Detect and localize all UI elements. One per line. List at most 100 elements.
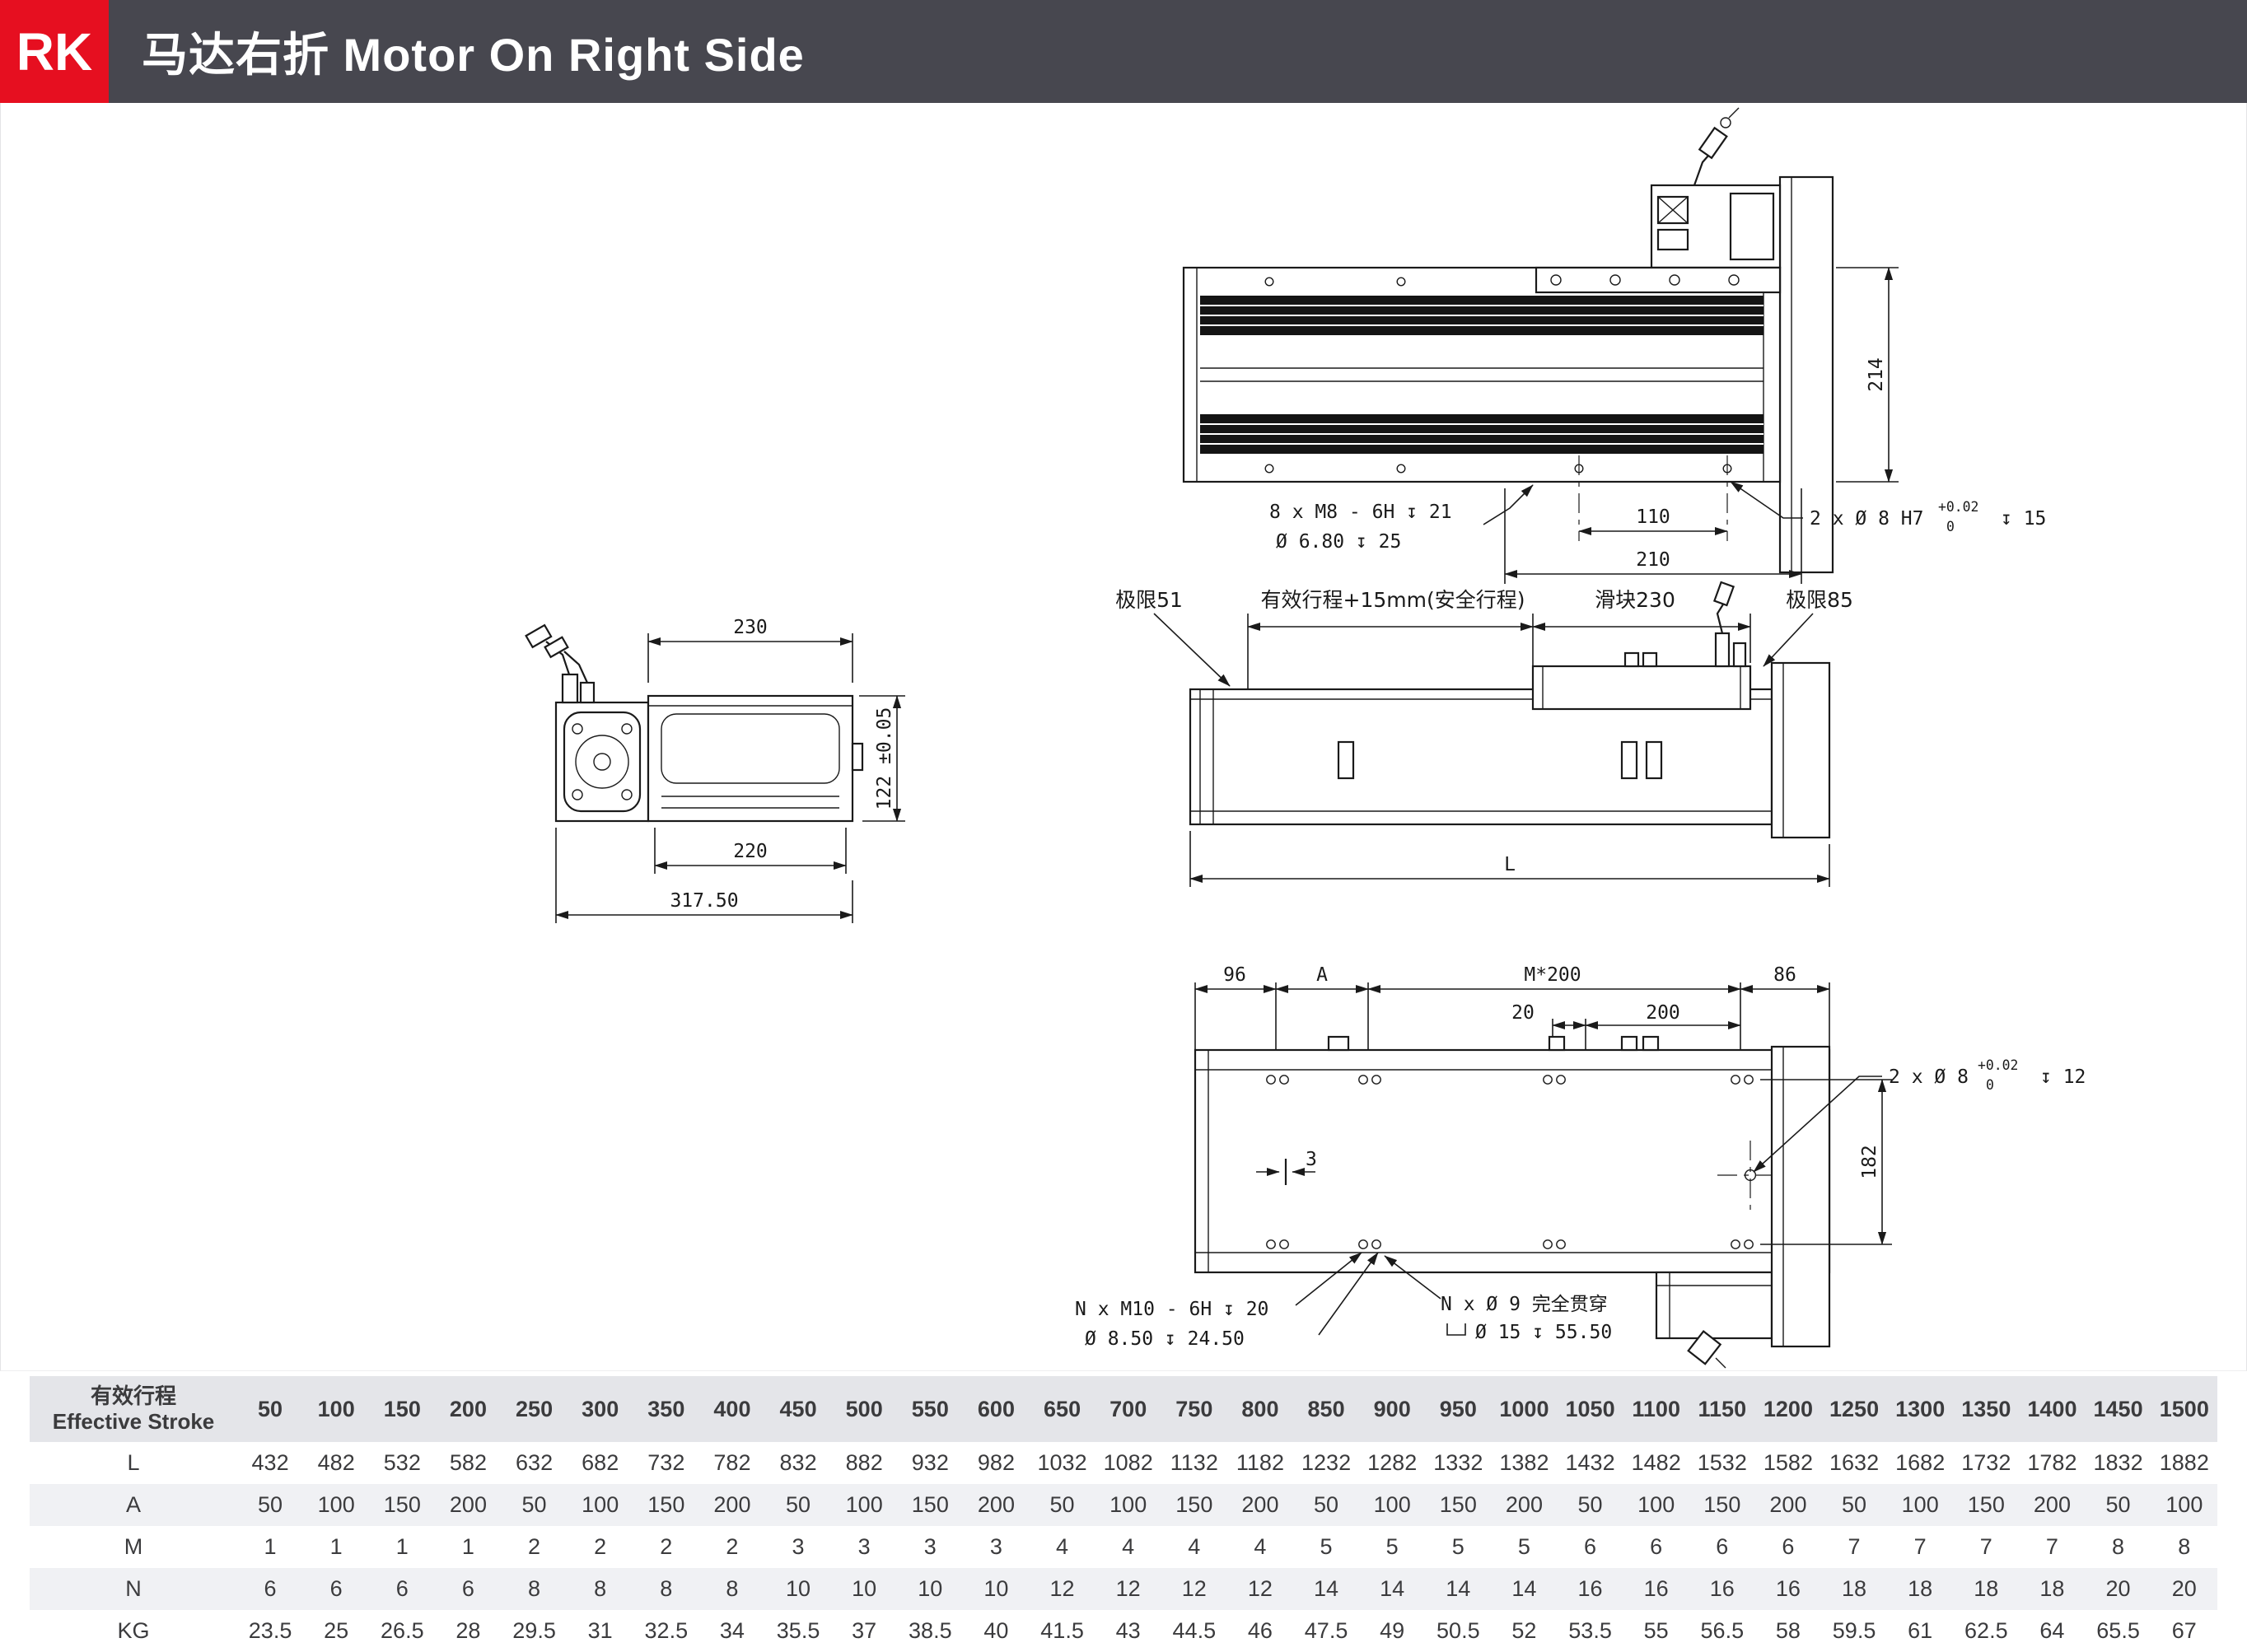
bottom-thread-note-1: N x M10 - 6H ↧ 20 bbox=[1075, 1299, 1268, 1320]
spec-cell: 18 bbox=[1842, 1576, 1867, 1602]
spec-cell: 5 bbox=[1320, 1534, 1333, 1560]
spec-cell: 50 bbox=[786, 1492, 811, 1518]
spec-cell: 50.5 bbox=[1436, 1618, 1480, 1644]
spec-cell: 55 bbox=[1643, 1618, 1669, 1644]
spec-cell: 100 bbox=[1109, 1492, 1147, 1518]
stroke-col-header: 100 bbox=[303, 1376, 370, 1443]
spec-cell: 62.5 bbox=[1964, 1618, 2008, 1644]
label-limit-right: 极限85 bbox=[1786, 588, 1853, 612]
stroke-col-header: 500 bbox=[831, 1376, 898, 1443]
plan-pin-tol-lower: 0 bbox=[1946, 519, 1955, 534]
dim-M200: M*200 bbox=[1524, 964, 1581, 986]
spec-cell: 20 bbox=[2171, 1576, 2197, 1602]
dim-plan-height: 214 bbox=[1866, 357, 1887, 392]
spec-cell: 20 bbox=[2105, 1576, 2131, 1602]
label-slider: 滑块230 bbox=[1595, 588, 1675, 612]
dim-220: 220 bbox=[733, 841, 768, 862]
spec-cell: 1132 bbox=[1170, 1450, 1218, 1476]
label-limit-left: 极限51 bbox=[1115, 588, 1183, 612]
spec-cell: 58 bbox=[1775, 1618, 1801, 1644]
spec-cell: 1782 bbox=[2027, 1450, 2077, 1476]
spec-cell: 100 bbox=[845, 1492, 883, 1518]
plan-thread-note-2: Ø 6.80 ↧ 25 bbox=[1276, 531, 1401, 553]
spec-cell: 582 bbox=[449, 1450, 487, 1476]
spec-cell: 5 bbox=[1517, 1534, 1530, 1560]
dim-3: 3 bbox=[1306, 1149, 1317, 1170]
header-bar: RK 马达右折 Motor On Right Side bbox=[0, 0, 2247, 103]
spec-cell: 26.5 bbox=[381, 1618, 424, 1644]
spec-cell: 29.5 bbox=[512, 1618, 556, 1644]
spec-cell: 150 bbox=[911, 1492, 949, 1518]
row-label: KG bbox=[117, 1618, 150, 1644]
spec-cell: 1 bbox=[461, 1534, 474, 1560]
spec-cell: 6 bbox=[1650, 1534, 1663, 1560]
spec-cell: 1382 bbox=[1499, 1450, 1549, 1476]
stroke-col-header: 950 bbox=[1425, 1376, 1492, 1443]
dim-20: 20 bbox=[1511, 1002, 1535, 1024]
spec-cell: 56.5 bbox=[1700, 1618, 1745, 1644]
stroke-col-header: 1050 bbox=[1557, 1376, 1623, 1443]
label-effective-stroke: 有效行程+15mm(安全行程) bbox=[1261, 588, 1525, 612]
stroke-col-header: 1500 bbox=[2151, 1376, 2217, 1443]
spec-cell: 32.5 bbox=[644, 1618, 689, 1644]
spec-cell: 64 bbox=[2039, 1618, 2065, 1644]
spec-cell: 8 bbox=[726, 1576, 739, 1602]
plan-pin-tol-upper: +0.02 bbox=[1938, 499, 1978, 515]
side-view: 极限51 有效行程+15mm(安全行程) 滑块230 极限85 bbox=[1115, 581, 1853, 887]
spec-cell: 40 bbox=[983, 1618, 1009, 1644]
spec-cell: 1682 bbox=[1895, 1450, 1946, 1476]
spec-cell: 100 bbox=[1901, 1492, 1939, 1518]
spec-cell: 150 bbox=[647, 1492, 685, 1518]
spec-cell: 1332 bbox=[1433, 1450, 1483, 1476]
spec-cell: 1482 bbox=[1631, 1450, 1681, 1476]
stroke-col-header: 350 bbox=[633, 1376, 699, 1443]
spec-cell: 6 bbox=[1782, 1534, 1795, 1560]
spec-cell: 7 bbox=[1848, 1534, 1861, 1560]
dim-230: 230 bbox=[733, 617, 768, 638]
spec-cell: 632 bbox=[516, 1450, 554, 1476]
spec-cell: 50 bbox=[1842, 1492, 1867, 1518]
spec-cell: 2 bbox=[660, 1534, 673, 1560]
spec-cell: 35.5 bbox=[776, 1618, 820, 1644]
stroke-col-header: 1000 bbox=[1491, 1376, 1558, 1443]
spec-cell: 100 bbox=[1637, 1492, 1675, 1518]
spec-cell: 44.5 bbox=[1172, 1618, 1217, 1644]
dim-96: 96 bbox=[1223, 964, 1246, 986]
spec-cell: 43 bbox=[1115, 1618, 1141, 1644]
plan-view: 214 110 210 8 x M8 - 6H ↧ 21 Ø 6.80 ↧ 25… bbox=[1182, 107, 2046, 584]
stroke-col-header: 600 bbox=[963, 1376, 1030, 1443]
stroke-col-header: 800 bbox=[1226, 1376, 1293, 1443]
spec-cell: 1 bbox=[395, 1534, 409, 1560]
counterbore-symbol bbox=[1446, 1323, 1466, 1336]
stroke-col-header: 1150 bbox=[1689, 1376, 1755, 1443]
spec-cell: 2 bbox=[528, 1534, 541, 1560]
spec-cell: 682 bbox=[582, 1450, 619, 1476]
spec-cell: 12 bbox=[1247, 1576, 1273, 1602]
stroke-label-en: Effective Stroke bbox=[52, 1409, 215, 1435]
spec-cell: 16 bbox=[1775, 1576, 1801, 1602]
dim-110: 110 bbox=[1636, 506, 1670, 528]
plan-pin-note: 2 x Ø 8 H7 bbox=[1810, 508, 1923, 530]
spec-cell: 1032 bbox=[1037, 1450, 1087, 1476]
spec-cell: 1432 bbox=[1565, 1450, 1615, 1476]
spec-cell: 16 bbox=[1643, 1576, 1669, 1602]
spec-cell: 12 bbox=[1181, 1576, 1207, 1602]
spec-cell: 18 bbox=[1974, 1576, 1999, 1602]
dim-210: 210 bbox=[1636, 549, 1670, 571]
plan-thread-note-1: 8 x M8 - 6H ↧ 21 bbox=[1269, 502, 1452, 523]
bottom-through-note-1: N x Ø 9 完全贯穿 bbox=[1441, 1294, 1608, 1315]
dim-200: 200 bbox=[1646, 1002, 1680, 1024]
spec-cell: 1232 bbox=[1301, 1450, 1352, 1476]
spec-cell: 50 bbox=[2105, 1492, 2131, 1518]
stroke-col-header: 1300 bbox=[1887, 1376, 1954, 1443]
spec-cell: 200 bbox=[1769, 1492, 1807, 1518]
section-view: 230 bbox=[525, 617, 905, 923]
spec-cell: 5 bbox=[1451, 1534, 1465, 1560]
dim-A: A bbox=[1316, 964, 1328, 986]
spec-cell: 150 bbox=[1967, 1492, 2005, 1518]
spec-cell: 28 bbox=[455, 1618, 481, 1644]
spec-cell: 5 bbox=[1385, 1534, 1399, 1560]
